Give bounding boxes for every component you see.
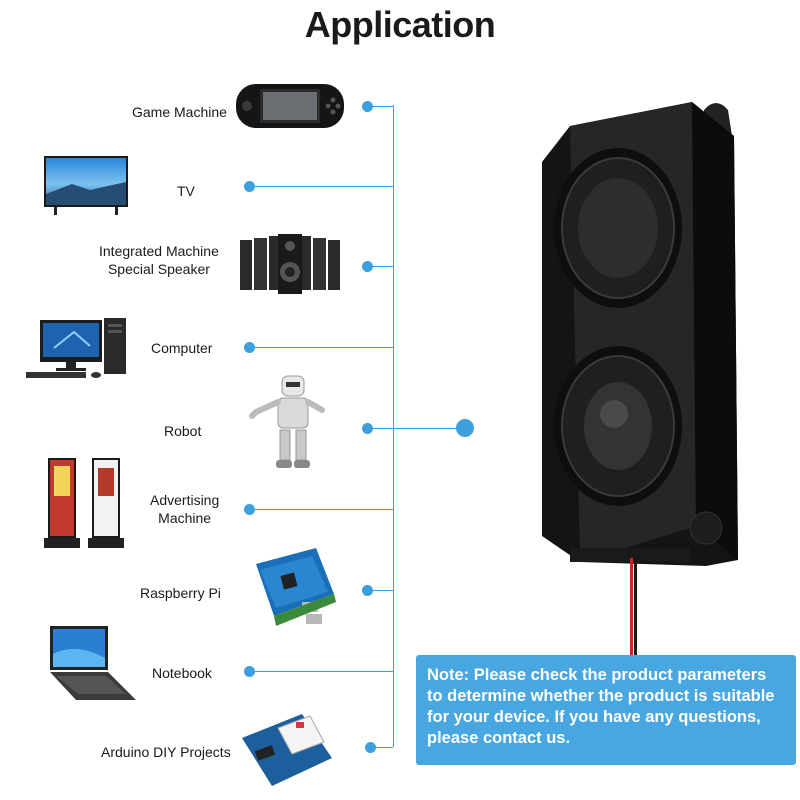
dot-advertising-machine — [244, 504, 255, 515]
dot-computer — [244, 342, 255, 353]
dot-notebook — [244, 666, 255, 677]
line-advertising-machine — [249, 509, 393, 510]
label-computer: Computer — [151, 340, 213, 356]
line-raspberry-pi — [367, 590, 393, 591]
game-console-icon — [236, 84, 344, 128]
circuit-board-icon — [256, 548, 336, 626]
line-computer — [249, 347, 393, 348]
advertising-kiosk-icon — [44, 458, 124, 548]
laptop-icon — [50, 626, 136, 700]
line-game-machine — [367, 106, 393, 107]
tv-icon — [44, 156, 128, 215]
line-arduino — [370, 747, 393, 748]
label-raspberry-pi: Raspberry Pi — [140, 585, 221, 601]
robot-icon — [249, 375, 325, 468]
connector-trunk — [393, 105, 394, 747]
note-box: Note: Please check the product parameter… — [416, 655, 796, 765]
label-arduino: Arduino DIY Projects — [101, 744, 231, 760]
dot-tv — [244, 181, 255, 192]
label-robot: Robot — [164, 423, 202, 439]
speaker-array-icon — [240, 234, 340, 294]
speaker-product-image — [542, 102, 738, 656]
dot-product — [456, 419, 474, 437]
label-advertising-machine: Advertising Machine — [150, 492, 220, 526]
line-robot — [367, 428, 393, 429]
line-integrated-speaker — [367, 266, 393, 267]
label-notebook: Notebook — [152, 665, 212, 681]
desktop-computer-icon — [26, 318, 126, 378]
line-tv — [249, 186, 393, 187]
label-tv: TV — [177, 183, 195, 199]
connector-branch — [393, 428, 465, 429]
label-game-machine: Game Machine — [132, 104, 227, 120]
label-integrated-speaker: Integrated Machine Special Speaker — [99, 243, 219, 277]
page-title: Application — [304, 4, 496, 45]
arduino-board-icon — [242, 714, 332, 786]
line-notebook — [249, 671, 393, 672]
